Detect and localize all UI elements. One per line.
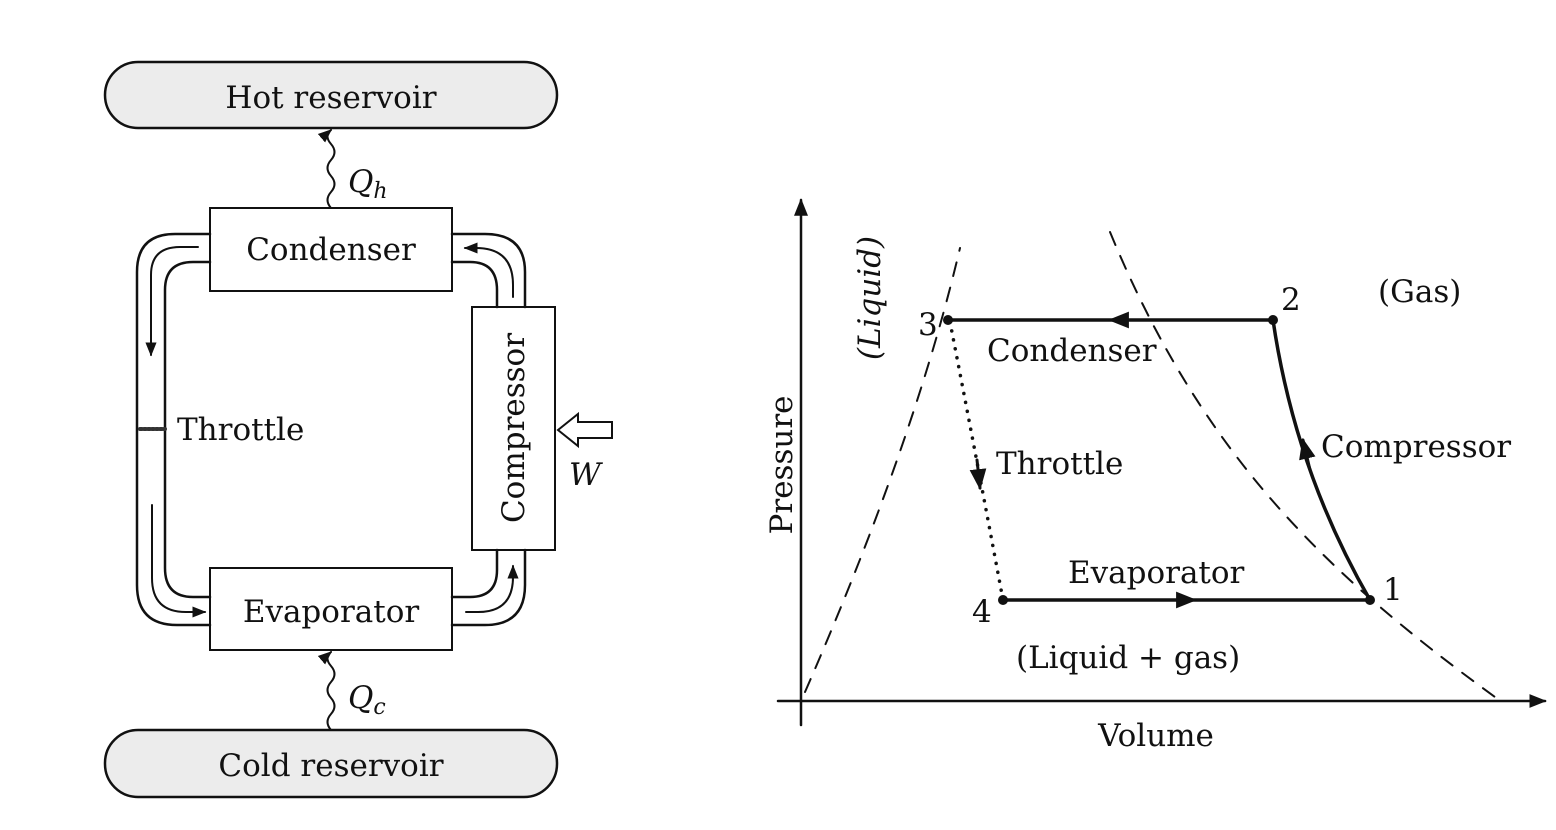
condenser-process-label: Condenser: [987, 333, 1157, 369]
heat-out-wavy-arrow: [317, 129, 336, 209]
point-4-label: 4: [972, 594, 992, 630]
heat-out-label: Qh: [348, 164, 388, 204]
work-label: W: [569, 457, 603, 493]
heat-in-label: Qc: [348, 680, 386, 720]
condenser-label: Condenser: [246, 232, 416, 268]
hot-reservoir-label: Hot reservoir: [225, 80, 436, 116]
compressor-label: Compressor: [496, 333, 532, 523]
throttle-direction-arrow: [969, 458, 987, 491]
point-1: [1365, 595, 1375, 605]
evaporator-box: Evaporator: [209, 567, 453, 651]
state-points: [943, 315, 1375, 605]
x-axis-label: Volume: [1097, 718, 1214, 754]
throttle-process-line: [948, 320, 1005, 602]
throttle-label: Throttle: [177, 412, 304, 448]
hot-reservoir: Hot reservoir: [103, 60, 559, 130]
point-1-label: 1: [1383, 572, 1403, 608]
evaporator-process-label: Evaporator: [1068, 555, 1245, 591]
heat-in-wavy-arrow: [317, 651, 336, 731]
evaporator-label: Evaporator: [243, 594, 420, 630]
liquid-region-label: (Liquid): [852, 236, 888, 360]
refrigerator-schematic: Hot reservoir Qh Condenser Compressor Ev…: [103, 60, 613, 799]
compressor-direction-arrow: [1299, 437, 1316, 472]
cold-reservoir-label: Cold reservoir: [218, 748, 443, 784]
mixed-region-label: (Liquid + gas): [1016, 640, 1240, 676]
pv-diagram: Volume Pressure 1 2 3 4 Condenser Compre…: [764, 198, 1547, 754]
point-2-label: 2: [1281, 282, 1301, 318]
point-4: [998, 595, 1008, 605]
work-input-arrow: [556, 411, 613, 449]
compressor-process-label: Compressor: [1321, 429, 1511, 465]
point-3: [943, 315, 953, 325]
saturated-liquid-curve: [804, 247, 961, 693]
condenser-box: Condenser: [209, 207, 453, 292]
gas-region-label: (Gas): [1378, 274, 1461, 310]
cold-reservoir: Cold reservoir: [103, 728, 559, 799]
y-axis-label: Pressure: [764, 396, 800, 535]
flow-arrows: [145, 242, 519, 618]
compressor-box: Compressor: [471, 306, 556, 551]
saturated-vapor-curve: [1109, 231, 1496, 698]
throttle-process-label: Throttle: [996, 446, 1123, 482]
point-2: [1268, 315, 1278, 325]
point-3-label: 3: [918, 307, 938, 343]
